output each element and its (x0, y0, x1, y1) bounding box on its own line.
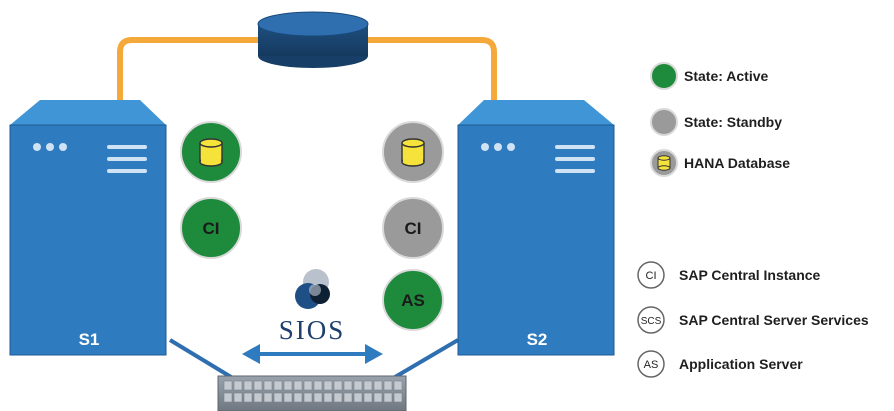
abbr-ci-label: SAP Central Instance (679, 267, 821, 283)
switch-port (393, 392, 403, 403)
abbr-as-label: Application Server (679, 356, 803, 372)
switch-port (363, 392, 373, 403)
s2-as-label: AS (401, 291, 425, 310)
server-label-s1: S1 (79, 330, 100, 349)
s1-ci-label: CI (203, 219, 220, 238)
database-icon (657, 155, 671, 171)
state-legend: State: Active State: Standby HANA Databa… (650, 62, 790, 177)
switch-port (343, 380, 353, 391)
network-switch (217, 375, 407, 411)
switch-port (303, 392, 313, 403)
switch-port (323, 392, 333, 403)
abbr-scs-label: SAP Central Server Services (679, 312, 869, 328)
sios-logo-text: SIOS (279, 315, 346, 345)
s2-network-link (388, 338, 460, 382)
s2-drive-slots-icon (555, 145, 595, 173)
s1-status-dots (33, 143, 67, 151)
switch-port (303, 380, 313, 391)
switch-port (243, 392, 253, 403)
legend-item-active: State: Active (650, 62, 769, 90)
abbr-item-as: AS Application Server (637, 350, 803, 378)
s1-drive-slots-icon (107, 145, 147, 173)
switch-port (313, 380, 323, 391)
s1-ci-node: CI (180, 197, 242, 259)
switch-port (223, 392, 233, 403)
switch-port (333, 392, 343, 403)
s1-network-link (168, 338, 238, 382)
database-icon (199, 138, 223, 167)
legend-item-standby: State: Standby (650, 108, 782, 136)
switch-port (233, 380, 243, 391)
abbr-as: AS (644, 359, 659, 371)
switch-port (283, 392, 293, 403)
switch-port (273, 380, 283, 391)
server-label-s2: S2 (527, 330, 548, 349)
switch-port (233, 392, 243, 403)
legend-hana-label: HANA Database (684, 155, 790, 171)
switch-port (253, 392, 263, 403)
abbr-item-scs: SCS SAP Central Server Services (637, 306, 869, 334)
switch-port (353, 392, 363, 403)
server-s1: S1 (9, 100, 167, 356)
replication-arrow (242, 344, 383, 364)
switch-port (293, 392, 303, 403)
legend-active-label: State: Active (684, 68, 769, 84)
switch-port (223, 380, 233, 391)
switch-port (383, 380, 393, 391)
legend-standby-label: State: Standby (684, 114, 782, 130)
abbr-ci: CI (646, 270, 657, 282)
storage-link (117, 37, 497, 103)
s2-status-dots (481, 143, 515, 151)
switch-port (333, 380, 343, 391)
switch-port (313, 392, 323, 403)
switch-port (253, 380, 263, 391)
abbreviation-legend: CI SAP Central Instance SCS SAP Central … (637, 261, 869, 378)
switch-port (373, 380, 383, 391)
switch-port (363, 380, 373, 391)
legend-item-hana: HANA Database (650, 149, 790, 177)
s2-ci-node: CI (382, 197, 444, 259)
server-s2: S2 (457, 100, 615, 356)
abbr-item-ci: CI SAP Central Instance (637, 261, 821, 289)
sios-logo (295, 269, 330, 309)
switch-port (263, 392, 273, 403)
switch-port (263, 380, 273, 391)
switch-port (293, 380, 303, 391)
s2-hana-node (382, 121, 444, 183)
database-icon (401, 138, 425, 167)
s1-hana-node (180, 121, 242, 183)
shared-storage-icon (257, 11, 369, 68)
switch-port (243, 380, 253, 391)
switch-port (373, 392, 383, 403)
switch-port (273, 392, 283, 403)
switch-port (283, 380, 293, 391)
s2-ci-label: CI (405, 219, 422, 238)
abbr-scs: SCS (641, 316, 662, 327)
switch-port (383, 392, 393, 403)
switch-port (393, 380, 403, 391)
switch-port (323, 380, 333, 391)
switch-port (353, 380, 363, 391)
s2-as-node: AS (382, 269, 444, 331)
switch-port (343, 392, 353, 403)
